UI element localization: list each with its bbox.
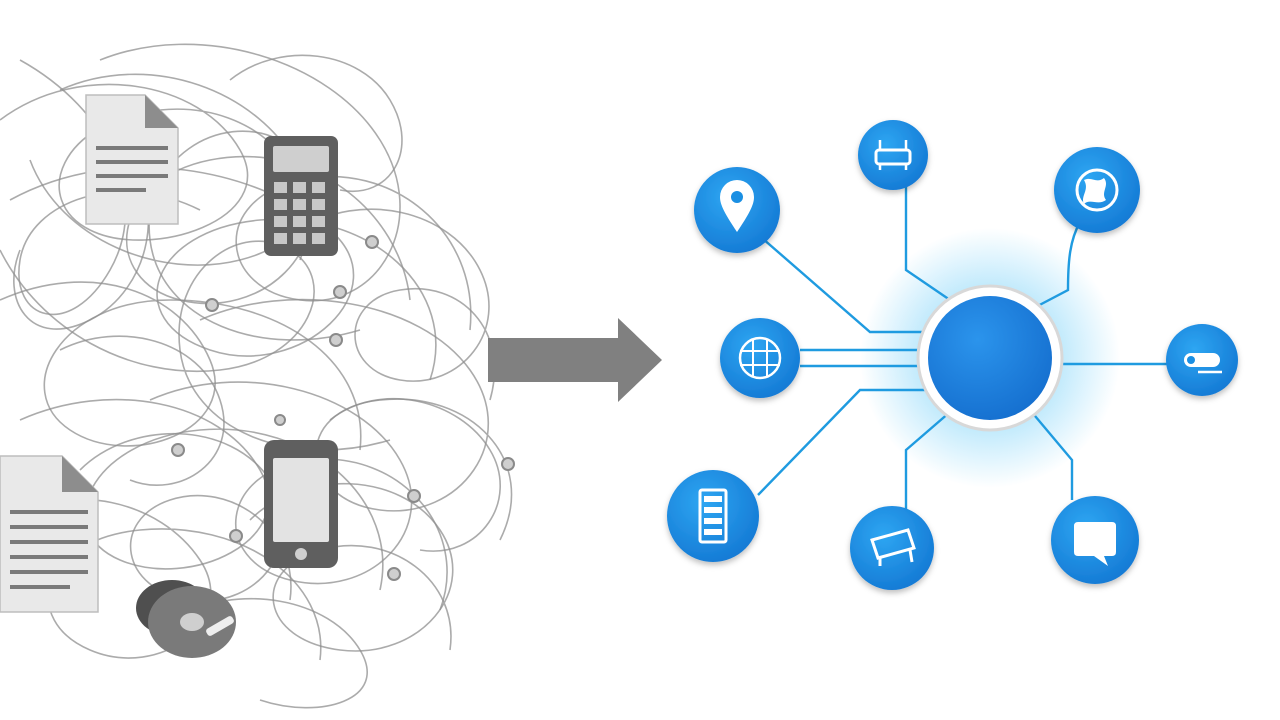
printer-icon[interactable]: [850, 506, 934, 590]
wire-dots: [171, 235, 515, 581]
location-pin-icon[interactable]: [694, 167, 780, 253]
chat-bubble-icon[interactable]: [1051, 496, 1139, 584]
smartphone-icon: [264, 440, 338, 568]
document-icon: [0, 455, 99, 613]
hub-links: [757, 186, 1170, 512]
document-icon: [85, 94, 179, 225]
router-icon[interactable]: [858, 120, 928, 190]
hub-circle: [916, 284, 1064, 432]
disc-icon: [136, 580, 236, 658]
arrow-right-icon: [488, 318, 662, 402]
projector-icon[interactable]: [1166, 324, 1238, 396]
server-rack-icon[interactable]: [667, 470, 759, 562]
globe-icon[interactable]: [1054, 147, 1140, 233]
grid-globe-icon[interactable]: [720, 318, 800, 398]
calculator-icon: [264, 136, 338, 256]
